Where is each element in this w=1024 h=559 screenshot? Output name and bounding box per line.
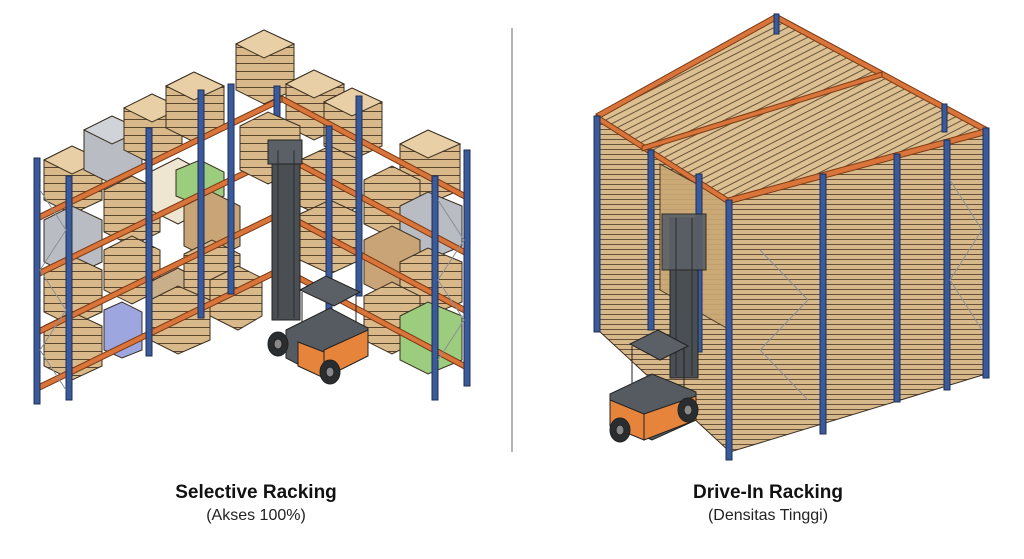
- drive-in-racking-caption: Drive-In Racking (Densitas Tinggi): [512, 481, 1024, 526]
- selective-racking-caption: Selective Racking (Akses 100%): [0, 481, 512, 526]
- forklift: [609, 213, 707, 443]
- drive-in-racking-illustration: [593, 13, 990, 461]
- forklift: [267, 139, 369, 385]
- drive-in-racking-panel: Drive-In Racking (Densitas Tinggi): [512, 0, 1024, 559]
- selective-racking-subtitle: (Akses 100%): [206, 507, 306, 524]
- rack-left-wing: [33, 29, 296, 405]
- selective-racking-illustration: [33, 29, 471, 405]
- selective-racking-panel: Selective Racking (Akses 100%): [0, 29, 512, 526]
- drive-in-racking-subtitle: (Densitas Tinggi): [707, 507, 829, 524]
- selective-racking-title: Selective Racking: [175, 482, 337, 503]
- drive-in-racking-title: Drive-In Racking: [693, 482, 843, 503]
- panel-divider: [511, 28, 513, 452]
